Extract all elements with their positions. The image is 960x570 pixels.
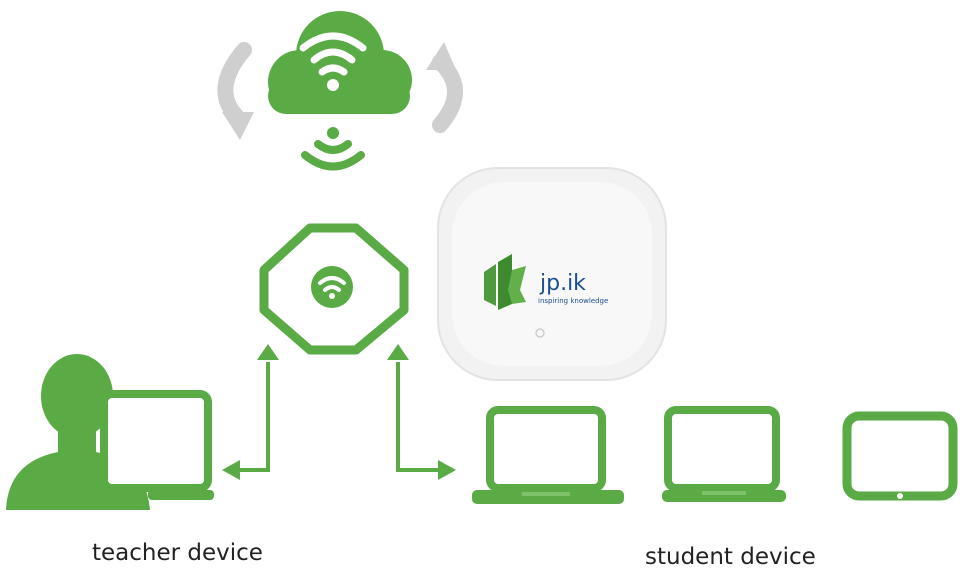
student-laptop-icon [472, 406, 624, 504]
wifi-signal-icon [301, 140, 365, 171]
student-tablet-icon [842, 411, 958, 501]
brand-tagline: inspiring knowledge [538, 297, 608, 305]
teacher-device-label: teacher device [92, 540, 263, 566]
brand-logo-icon [484, 254, 526, 310]
student-device-label: student device [645, 544, 816, 570]
brand-name: jp.ik [539, 271, 586, 296]
student-connection-arrow [396, 362, 440, 472]
access-point-device: jp.ik inspiring knowledge [437, 167, 667, 409]
teacher-connection-arrow [240, 362, 270, 472]
router-icon [259, 223, 409, 355]
teacher-laptop-icon [100, 390, 214, 500]
cloud-wifi-icon [268, 11, 412, 114]
student-laptop-icon [662, 406, 786, 502]
